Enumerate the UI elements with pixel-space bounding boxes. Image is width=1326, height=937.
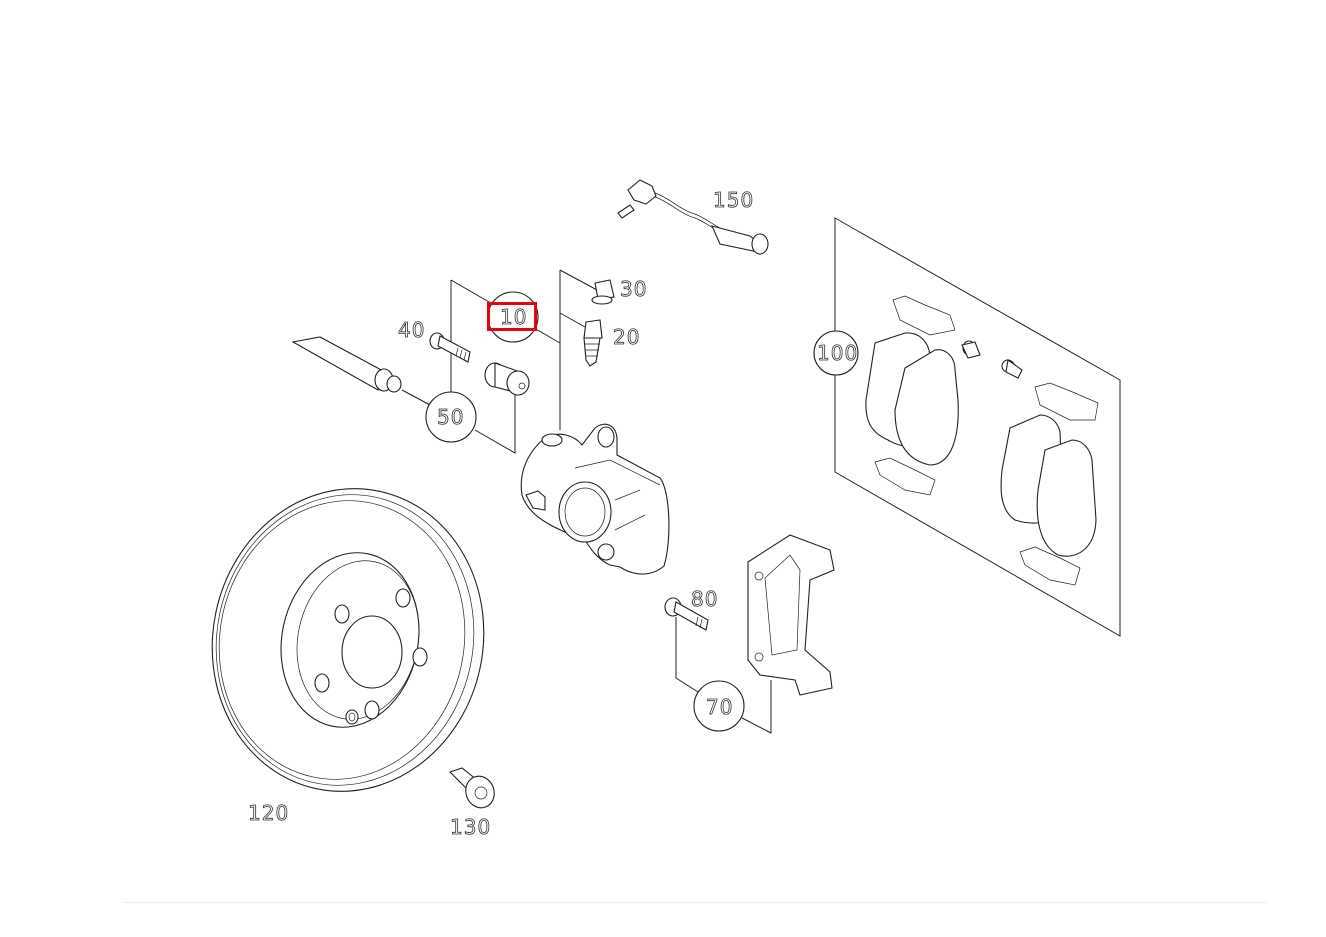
retaining-screw-part-130[interactable] [448, 767, 499, 812]
callout-circle-70 [693, 680, 745, 732]
callout-label-120[interactable]: 120 [248, 801, 289, 826]
wear-sensor-part-150[interactable] [617, 179, 769, 255]
callout-label-10[interactable]: 10 [500, 305, 527, 330]
callout-label-20[interactable]: 20 [613, 325, 640, 350]
brake-pads-part-100[interactable] [865, 295, 1099, 586]
footer-divider [123, 902, 1268, 903]
callout-label-50[interactable]: 50 [437, 405, 464, 430]
grease-tube-part-50[interactable] [291, 336, 431, 406]
brake-disc-part-120[interactable] [184, 463, 511, 816]
callout-circle-100 [813, 330, 859, 376]
guide-bolt-part-40[interactable] [429, 332, 471, 363]
callout-label-30[interactable]: 30 [620, 277, 647, 302]
callout-label-70[interactable]: 70 [706, 695, 733, 720]
callout-circle-50 [425, 391, 477, 443]
carrier-bracket-part-70[interactable] [747, 534, 835, 696]
callout-label-80[interactable]: 80 [691, 587, 718, 612]
callout-label-100[interactable]: 100 [817, 341, 858, 366]
pad-set-frame [834, 217, 1121, 637]
bleeder-cap-part-30[interactable] [591, 279, 615, 305]
caliper-housing[interactable] [520, 423, 670, 575]
callout-label-40[interactable]: 40 [398, 318, 425, 343]
bleeder-screw-part-20[interactable] [583, 319, 603, 367]
callout-label-130[interactable]: 130 [450, 815, 491, 840]
callout-label-150[interactable]: 150 [713, 188, 754, 213]
carrier-bolt-part-80[interactable] [664, 597, 709, 631]
bushing-part-10[interactable] [484, 362, 530, 396]
